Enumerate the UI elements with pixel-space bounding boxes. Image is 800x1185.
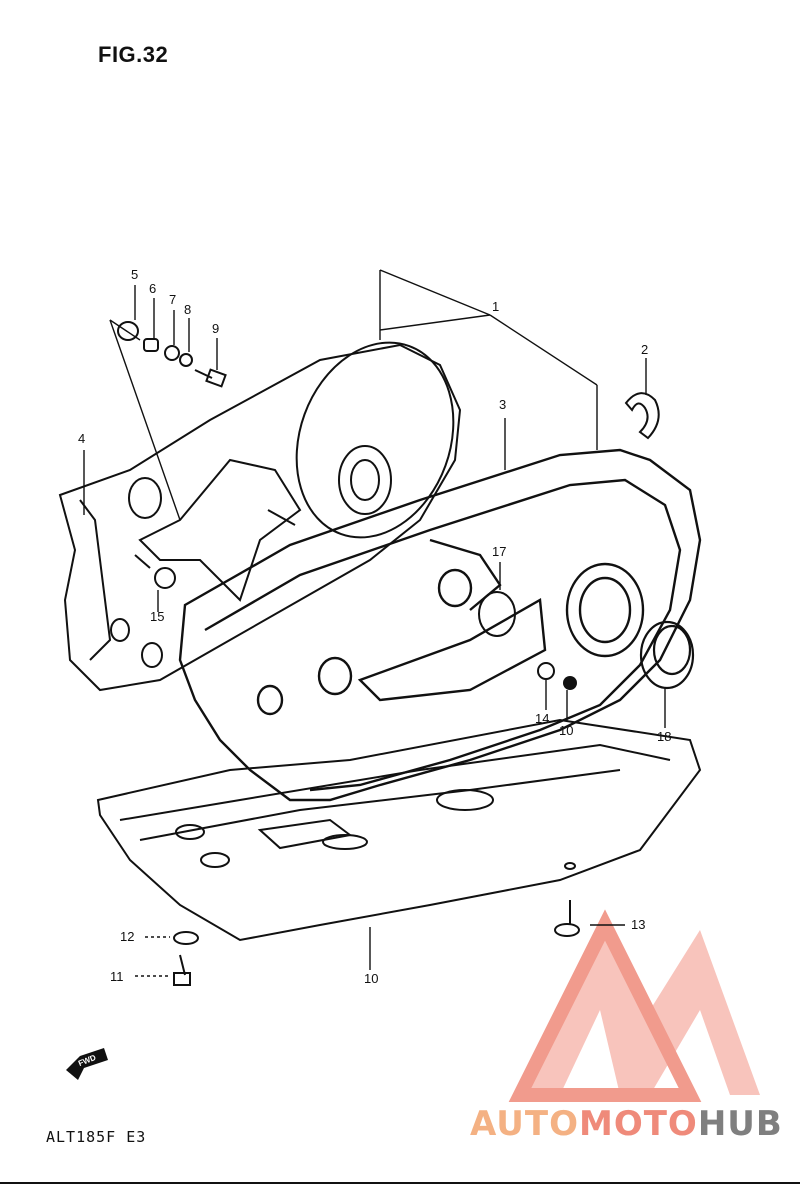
callout-8: 8 [184, 302, 192, 317]
callout-4: 4 [78, 431, 86, 446]
clamp [624, 392, 660, 440]
watermark-brand: AUTOMOTOHUB [470, 1104, 783, 1144]
seal-ring [639, 620, 695, 690]
nut-16 [563, 676, 577, 690]
inner-cover [58, 341, 462, 692]
brand-part-auto: AUTO [470, 1104, 579, 1144]
leader-lines [83, 269, 666, 977]
callout-10: 10 [364, 971, 379, 986]
hardware-group [117, 321, 296, 589]
callout-18: 18 [657, 729, 672, 744]
callout-9: 9 [212, 321, 220, 336]
callout-6: 6 [149, 281, 157, 296]
brand-part-hub: HUB [697, 1104, 783, 1144]
callout-15: 15 [150, 609, 165, 624]
callout-3: 3 [499, 397, 507, 412]
cap-plug [478, 591, 516, 637]
fwd-arrow-icon [66, 1048, 108, 1080]
callout-7: 7 [169, 292, 177, 307]
callout-1: 1 [492, 299, 500, 314]
callout-10b: 10 [559, 723, 574, 738]
callout-14: 14 [535, 711, 550, 726]
callout-12: 12 [120, 929, 135, 944]
callout-13: 13 [631, 917, 646, 932]
brand-part-moto: MOTO [578, 1104, 698, 1144]
callout-2: 2 [641, 342, 649, 357]
skid-plate [96, 718, 702, 942]
model-code: ALT185F E3 [46, 1128, 147, 1146]
figure-title: FIG.32 [98, 42, 169, 67]
washer-14 [537, 662, 555, 680]
callout-17: 17 [492, 544, 507, 559]
callout-11: 11 [110, 969, 124, 984]
outer-cover [178, 448, 702, 802]
callout-5: 5 [131, 267, 139, 282]
watermark-logo [508, 909, 760, 1102]
bottom-bolts [173, 900, 580, 986]
